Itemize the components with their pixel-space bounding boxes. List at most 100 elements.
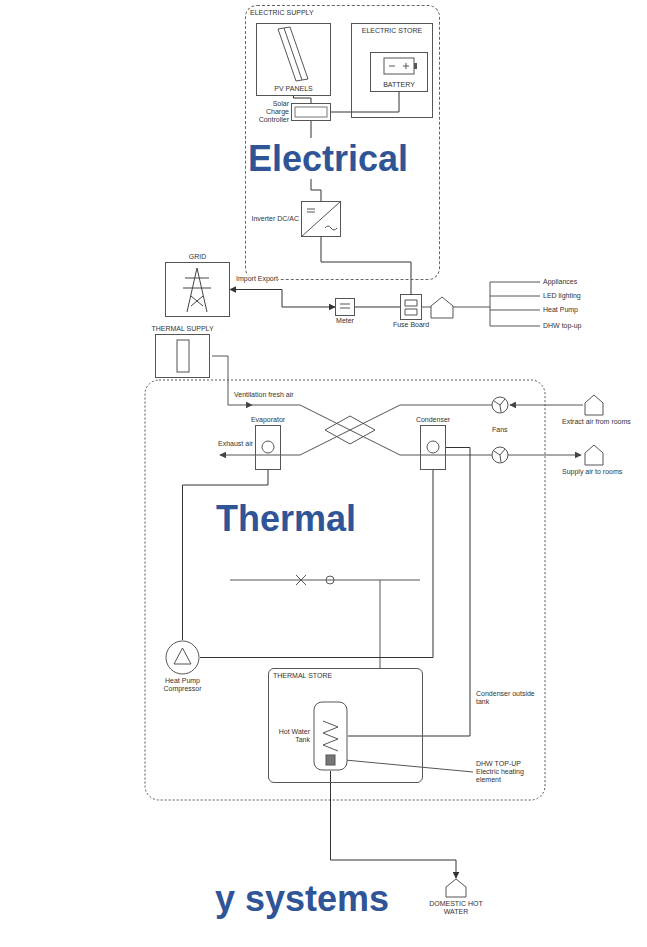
connector [355,307,400,308]
connector [230,290,335,308]
node-label: Solar Charge Controller [249,100,289,124]
house-symbol [585,445,603,465]
air-arrow [508,455,581,456]
wire [453,307,490,308]
annotation: Ventilation fresh air [234,391,294,399]
evaporator-box-symbol [255,425,281,470]
controller-box-symbol [291,103,331,121]
connector [331,92,399,112]
air-arrow [220,455,300,456]
pump-symbol [326,576,334,584]
node-label: ELECTRIC SUPPLY [250,9,314,17]
meter-box-symbol [340,304,350,308]
fuse-board-box: Fuse Board [400,294,422,320]
pv-panel-box-symbol [278,27,308,81]
condenser-box: Condenser [420,425,446,470]
thermal-store-box: THERMAL STORE Hot Water Tank [268,668,423,783]
annotation: Exhaust air [218,440,253,448]
connector [294,96,312,103]
battery-box-symbol [414,63,417,69]
pipe [230,580,420,668]
annotation: LED lighting [543,292,581,300]
node-label: THERMAL STORE [273,672,332,680]
leader-line [345,760,473,772]
air-duct [400,405,492,406]
annotation: DHW top-up [543,322,582,330]
house-node-symbol [445,878,467,898]
condenser-box-symbol [427,441,439,453]
fuse-board-box-symbol [400,294,422,320]
battery-box: BATTERY [370,52,428,92]
grid-box-symbol [165,262,230,317]
condenser-box-symbol [420,425,446,470]
node-label: Heat Pump Compressor [157,677,209,693]
air-duct [252,405,300,406]
inverter-box: Inverter DC/AC [301,201,341,237]
meter-box: Meter [335,298,355,316]
evaporator-box-symbol [262,441,274,453]
connector [331,771,457,878]
slide-heading: Thermal [216,498,356,539]
meter-box-symbol [335,298,355,316]
house-node-symbol [446,879,466,897]
annotation: Condenser outside tank [476,690,538,706]
grid-box-symbol [183,268,211,312]
connector [183,470,269,640]
hot-water-tank-symbol [314,702,347,770]
node-label: Evaporator [251,416,285,424]
house-symbol [431,297,453,318]
node-label: Inverter DC/AC [251,215,299,223]
node-label: THERMAL SUPPLY [151,325,213,333]
wire [422,307,431,308]
hot-water-tank-symbol [323,721,338,751]
node-label: Meter [336,317,354,325]
load-bus [490,282,540,326]
air-duct [400,455,492,456]
controller-box: Solar Charge Controller [291,103,331,121]
fuse-board-box-symbol [405,300,417,315]
inverter-box-symbol [307,209,315,212]
compressor-circle-symbol [165,640,200,675]
connector [348,448,470,737]
schematic-lines [145,282,603,800]
node-label: DOMESTIC HOT WATER [428,900,484,916]
inverter-box-symbol [301,201,341,237]
thermal-region [145,380,545,800]
annotation: DHW TOP-UP Electric heating element [476,760,540,784]
battery-box-symbol [389,63,409,69]
annotation: Heat Pump [543,306,578,314]
store-box: ELECTRIC STORE BATTERY [351,23,433,118]
connector [200,470,433,658]
heat-exchanger [325,416,375,444]
controller-box-symbol [295,107,327,117]
house-symbol [585,395,603,415]
annotation: Extract air from rooms [562,418,632,426]
slide-heading: y systems [215,878,389,919]
slide-heading: Electrical [248,138,408,179]
heat-exchanger [300,405,400,455]
evaporator-box: Evaporator [255,425,281,470]
node-label: Hot Water Tank [272,728,310,744]
node-label: Condenser [416,416,450,424]
pv-panel-box-symbol [284,28,302,80]
compressor-circle: Heat Pump Compressor [165,640,200,675]
node-label: BATTERY [383,81,415,89]
node-label: GRID [189,253,207,261]
pv-panel-box: PV PANELS [256,23,331,96]
hot-water-tank-symbol [326,755,335,765]
node-label: ELECTRIC STORE [362,27,423,35]
compressor-circle-symbol [174,648,191,664]
annotation: Import Export [236,275,278,283]
annotation: Appliances [543,278,577,286]
inverter-box-symbol [301,201,341,237]
hot-water-tank: Hot Water Tank [313,701,348,771]
node-label: Fuse Board [393,321,429,329]
house-node: DOMESTIC HOT WATER [445,878,467,898]
hot-water-tank-symbol [313,701,348,771]
battery-box-symbol [384,58,414,74]
compressor-circle-symbol [166,641,199,674]
grid-box: GRID [165,262,230,317]
node-label: PV PANELS [274,85,312,93]
valve-symbol [296,575,306,585]
